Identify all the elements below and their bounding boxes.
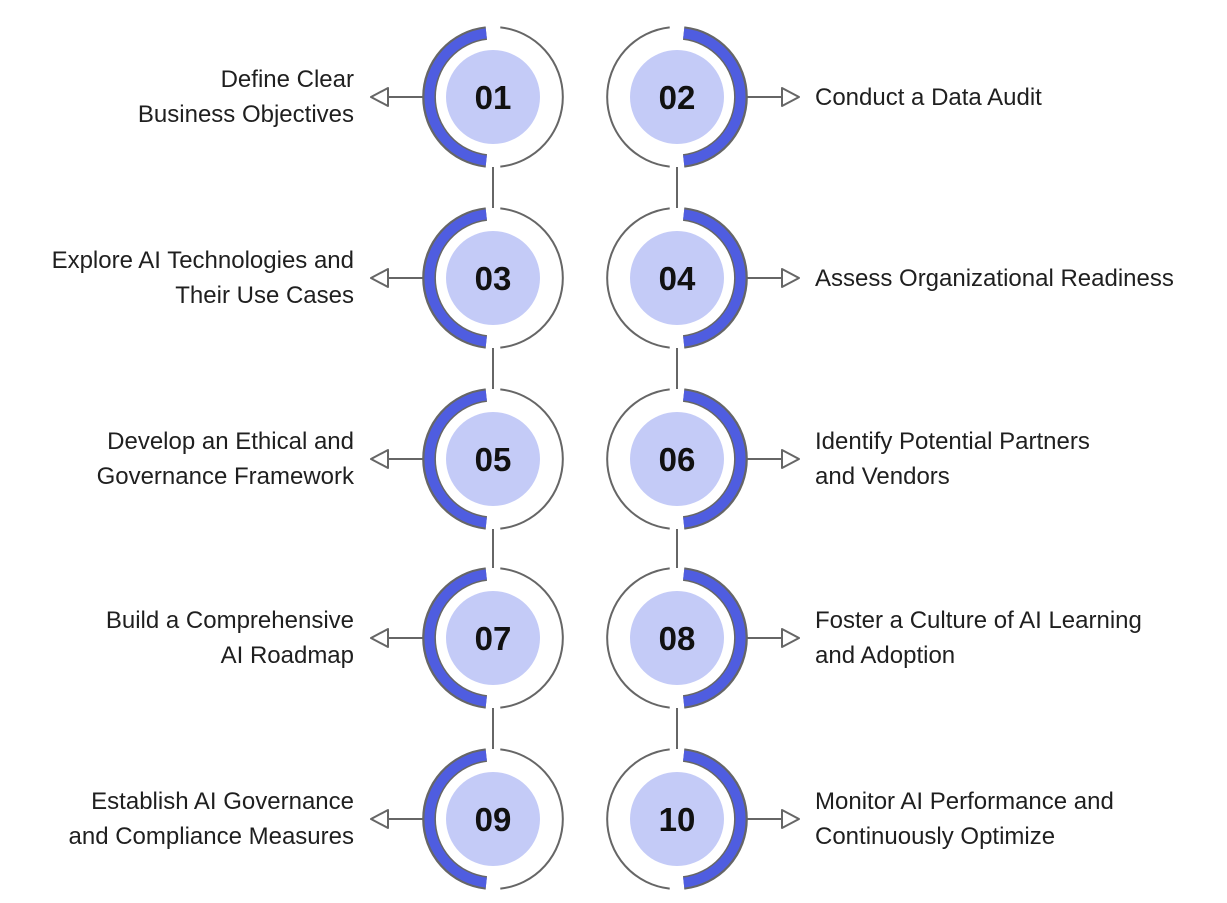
accent-arc bbox=[683, 28, 746, 166]
step-label-line: Identify Potential Partners bbox=[815, 428, 1090, 455]
step-label: Assess Organizational Readiness bbox=[815, 261, 1174, 296]
step-number: 01 bbox=[475, 79, 512, 116]
step-number: 04 bbox=[659, 260, 696, 297]
step-label-line: Explore AI Technologies and bbox=[51, 247, 354, 274]
accent-arc bbox=[683, 209, 746, 347]
step-circle bbox=[630, 772, 724, 866]
arrow-right-icon bbox=[781, 87, 800, 107]
step-label: Foster a Culture of AI Learning and Adopt… bbox=[815, 603, 1142, 673]
arrow-left-icon bbox=[370, 449, 389, 469]
accent-arc bbox=[424, 209, 487, 347]
circle-outline bbox=[606, 388, 670, 530]
step-label-line: Conduct a Data Audit bbox=[815, 83, 1042, 111]
step-circle bbox=[630, 412, 724, 506]
step-number: 03 bbox=[475, 260, 512, 297]
step-label-line: Define Clear bbox=[220, 66, 354, 93]
accent-arc bbox=[683, 750, 746, 888]
circle-outline bbox=[606, 207, 670, 349]
step-number: 10 bbox=[659, 801, 696, 838]
accent-arc bbox=[424, 390, 487, 528]
circle-outline bbox=[500, 748, 564, 890]
step-circle bbox=[446, 772, 540, 866]
step-label-line: AI Roadmap bbox=[220, 642, 354, 669]
step-label-line: Build a Comprehensive bbox=[105, 607, 354, 634]
arrow-right-icon bbox=[781, 268, 800, 288]
step-circle bbox=[446, 231, 540, 325]
arrow-right-icon bbox=[781, 628, 800, 648]
step-circle bbox=[446, 50, 540, 144]
circle-outline bbox=[500, 207, 564, 349]
step-label-line: Develop an Ethical and bbox=[107, 428, 354, 455]
step-circle bbox=[446, 412, 540, 506]
step-label-line: Governance Framework bbox=[96, 463, 354, 490]
circle-outline bbox=[500, 567, 564, 709]
arrow-left-icon bbox=[370, 809, 389, 829]
arrow-right-icon bbox=[781, 449, 800, 469]
circle-outline bbox=[606, 26, 670, 168]
step-label: Build a Comprehensive AI Roadmap bbox=[106, 603, 354, 673]
arrow-left-icon bbox=[370, 628, 389, 648]
accent-arc bbox=[424, 28, 487, 166]
arrow-left-icon bbox=[370, 268, 389, 288]
step-label-line: Continuously Optimize bbox=[815, 823, 1056, 850]
circle-outline bbox=[500, 388, 564, 530]
step-label-line: and Compliance Measures bbox=[68, 823, 354, 850]
accent-arc bbox=[683, 390, 746, 528]
step-label-line: and Vendors bbox=[815, 463, 950, 490]
step-label-line: Establish AI Governance bbox=[91, 788, 354, 815]
step-label-line: Their Use Cases bbox=[175, 282, 354, 309]
circle-outline bbox=[606, 567, 670, 709]
step-circle bbox=[446, 591, 540, 685]
accent-arc bbox=[424, 750, 487, 888]
step-number: 06 bbox=[659, 441, 696, 478]
step-circle bbox=[630, 50, 724, 144]
accent-arc bbox=[683, 569, 746, 707]
step-label-line: Monitor AI Performance and bbox=[815, 788, 1114, 815]
step-label-line: Assess Organizational Readiness bbox=[815, 264, 1174, 292]
step-label: Conduct a Data Audit bbox=[815, 80, 1042, 115]
step-label-line: and Adoption bbox=[815, 642, 956, 669]
step-number: 08 bbox=[659, 620, 696, 657]
step-number: 02 bbox=[659, 79, 696, 116]
circle-outline bbox=[606, 748, 670, 890]
step-number: 07 bbox=[475, 620, 512, 657]
arrow-left-icon bbox=[370, 87, 389, 107]
step-label: Establish AI Governance and Compliance Me… bbox=[69, 784, 354, 854]
step-number: 09 bbox=[475, 801, 512, 838]
step-number: 05 bbox=[475, 441, 512, 478]
step-label-line: Business Objectives bbox=[137, 101, 354, 128]
step-circle bbox=[630, 231, 724, 325]
accent-arc bbox=[424, 569, 487, 707]
arrow-right-icon bbox=[781, 809, 800, 829]
step-label-line: Foster a Culture of AI Learning bbox=[815, 607, 1142, 634]
step-circle bbox=[630, 591, 724, 685]
circle-outline bbox=[500, 26, 564, 168]
step-label: Identify Potential Partners and Vendors bbox=[815, 424, 1090, 494]
